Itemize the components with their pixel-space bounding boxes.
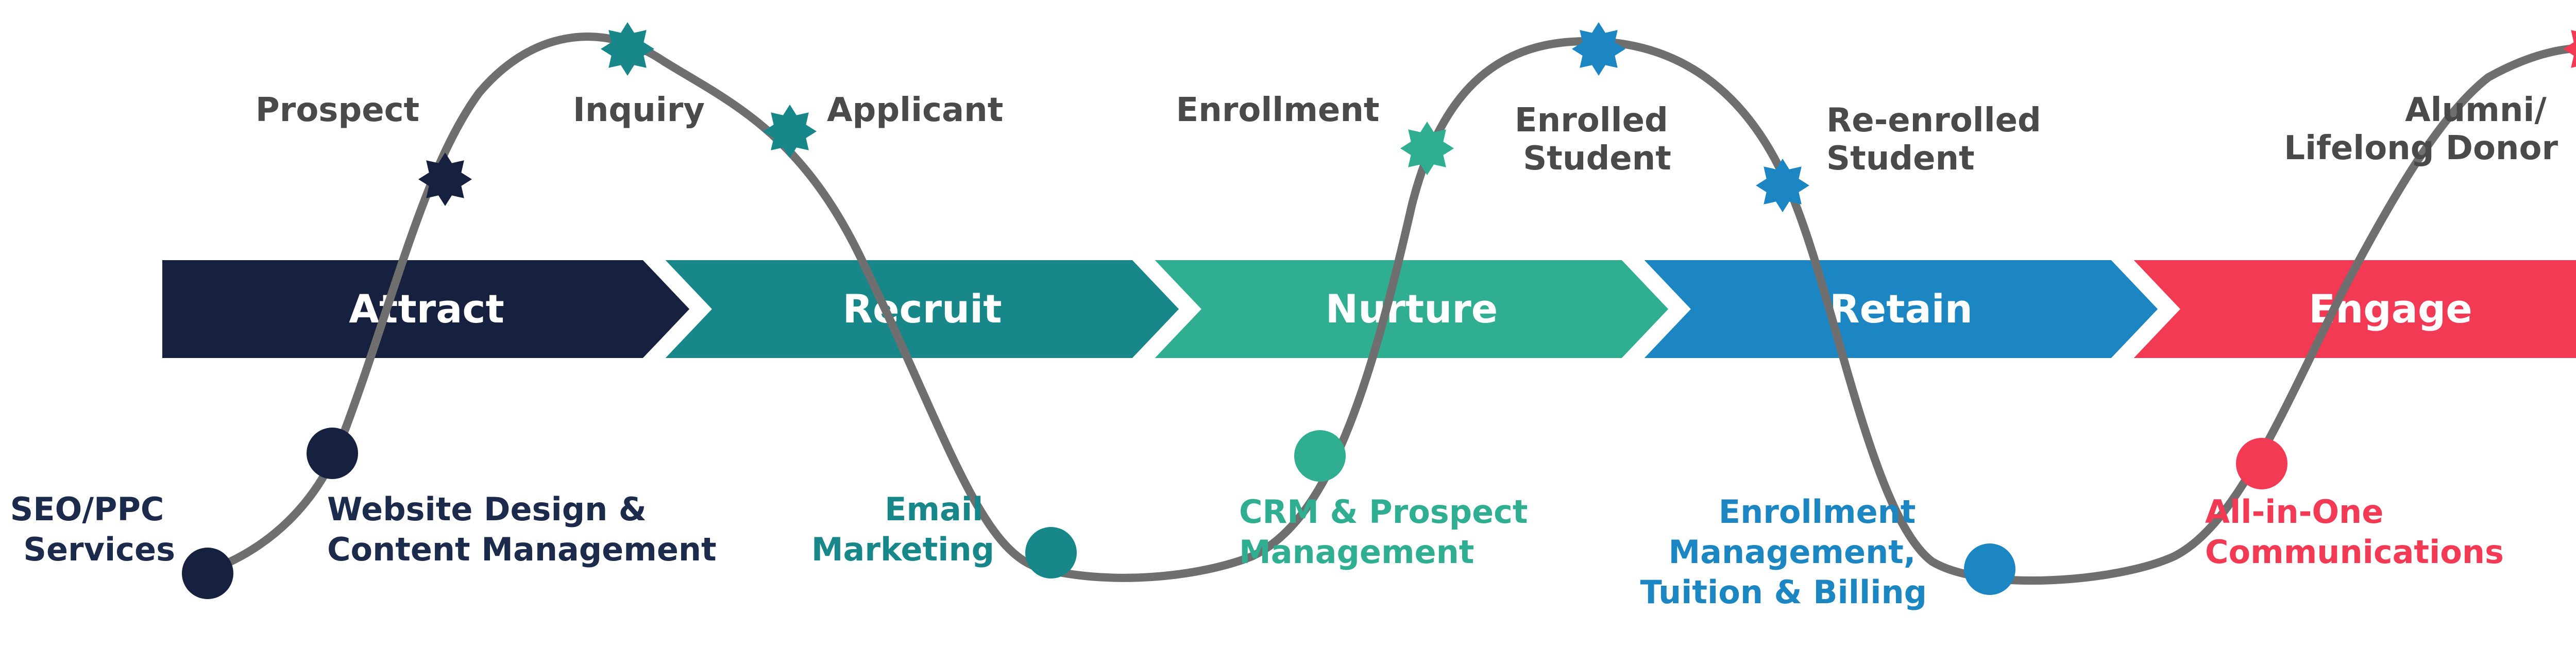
stage-retain-arrow bbox=[1632, 255, 2165, 363]
stage-engage-arrow bbox=[2122, 255, 2576, 363]
star-icon bbox=[763, 105, 817, 158]
milestone-alumni-donor: Alumni/ Lifelong Donor bbox=[2284, 91, 2558, 167]
service-all-in-one: All-in-One Communications bbox=[2205, 493, 2504, 571]
journey-curve bbox=[202, 32, 2576, 585]
service-enrollment-management: Enrollment Management, Tuition & Billing bbox=[1640, 493, 1927, 611]
service-crm-prospect: CRM & Prospect Management bbox=[1239, 493, 1539, 571]
stage-nurture-label: Nurture bbox=[1326, 286, 1498, 332]
star-icon bbox=[418, 152, 472, 206]
stage-nurture-arrow bbox=[1143, 255, 1675, 363]
service-labels: SEO/PPC Services Website Design & Conten… bbox=[10, 490, 2504, 611]
milestone-labels: Prospect Inquiry Applicant Enrollment En… bbox=[256, 91, 2558, 178]
service-dot bbox=[2236, 438, 2287, 489]
star-icon bbox=[1400, 122, 1454, 175]
milestone-inquiry: Inquiry bbox=[573, 91, 705, 129]
milestone-stars bbox=[418, 22, 2576, 212]
stage-retain-label: Retain bbox=[1829, 286, 1973, 332]
star-icon bbox=[601, 22, 654, 76]
star-icon bbox=[2563, 30, 2576, 68]
service-dots bbox=[182, 428, 2287, 599]
milestone-applicant: Applicant bbox=[827, 91, 1003, 129]
milestone-reenrolled-student: Re-enrolled Student bbox=[1826, 101, 2053, 178]
stage-recruit-arrow bbox=[653, 255, 1186, 363]
stage-attract-label: Attract bbox=[349, 286, 504, 332]
service-dot bbox=[182, 548, 233, 599]
service-dot bbox=[1294, 430, 1346, 482]
service-seo-ppc: SEO/PPC Services bbox=[10, 490, 175, 568]
milestone-prospect: Prospect bbox=[256, 91, 419, 129]
stage-band: Attract Recruit Nurture Retain Engage bbox=[157, 255, 2576, 363]
stage-recruit-label: Recruit bbox=[842, 286, 1002, 332]
stage-attract-arrow bbox=[157, 255, 697, 363]
milestone-enrollment: Enrollment bbox=[1176, 91, 1380, 129]
star-icon bbox=[1572, 22, 1625, 76]
service-email-marketing: Email Marketing bbox=[811, 490, 994, 568]
star-icon bbox=[1756, 159, 1809, 212]
milestone-enrolled-student: Enrolled Student bbox=[1515, 101, 1680, 178]
service-dot bbox=[1964, 543, 2015, 595]
service-dot bbox=[307, 428, 358, 479]
service-dot bbox=[1025, 527, 1077, 578]
service-website-design: Website Design & Content Management bbox=[327, 490, 717, 568]
